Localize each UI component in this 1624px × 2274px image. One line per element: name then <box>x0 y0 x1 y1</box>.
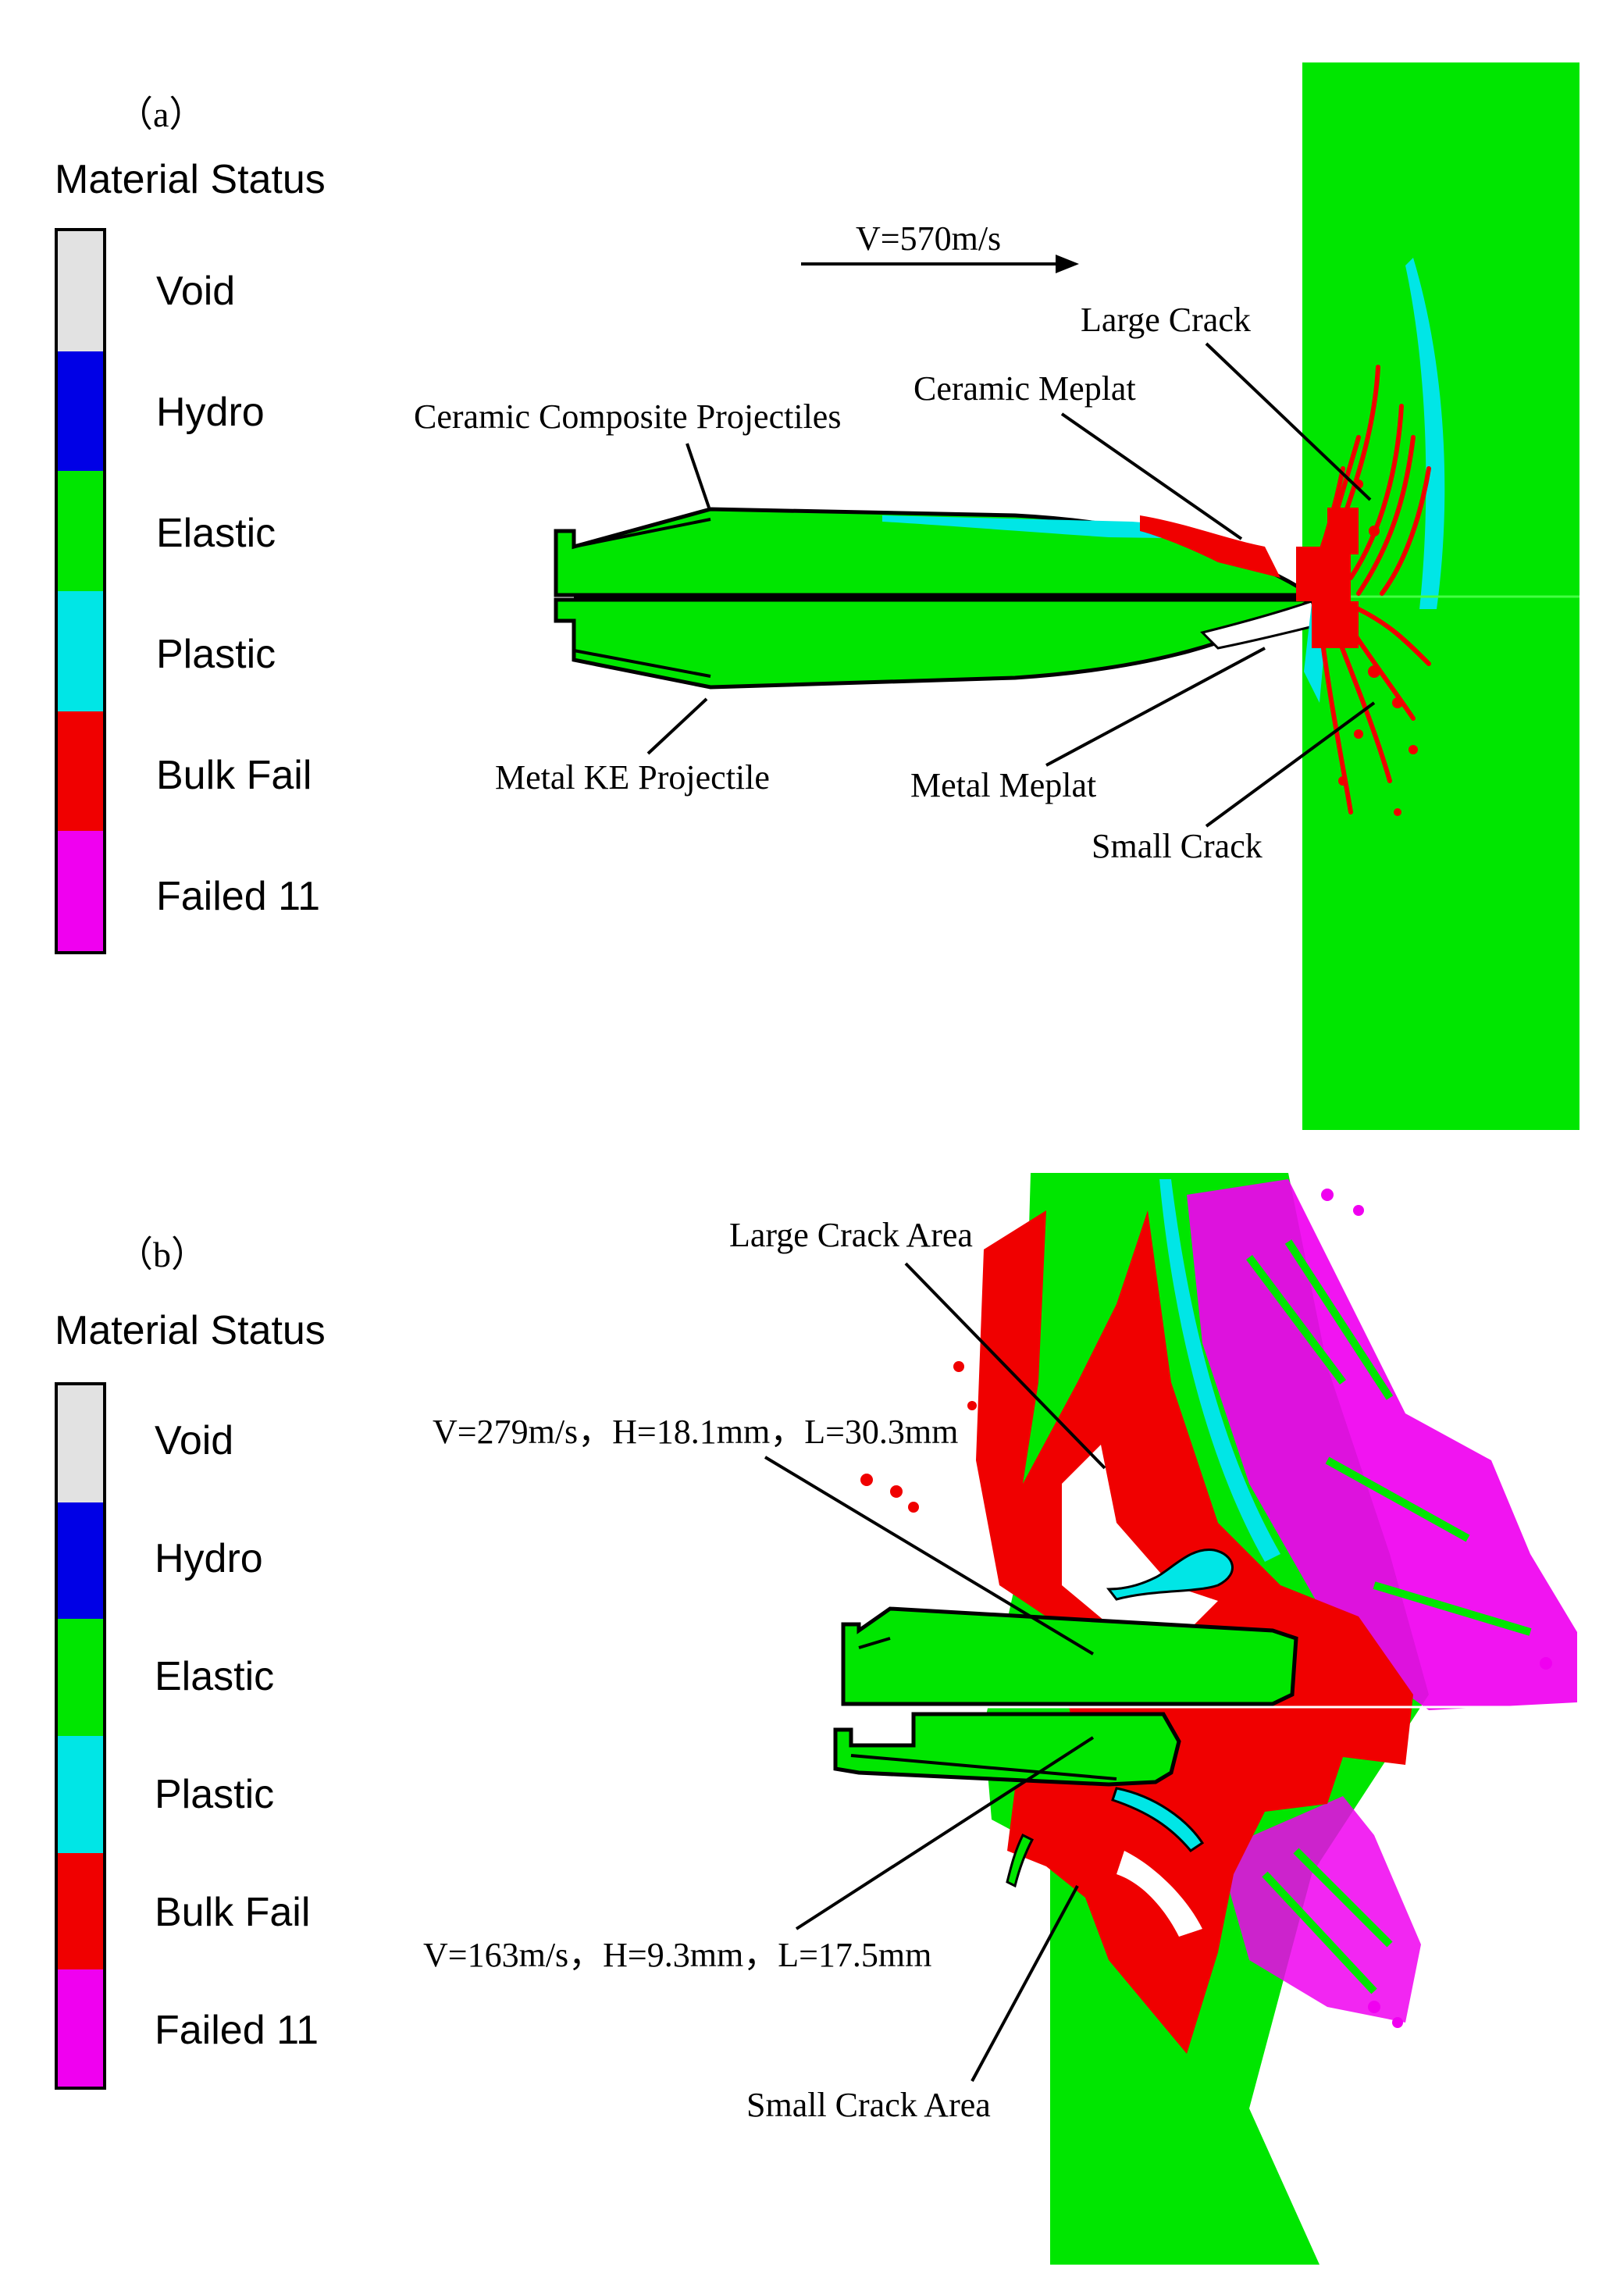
legend-swatch-void <box>58 1385 103 1502</box>
legend-swatch-bulk-fail <box>58 1852 103 1970</box>
upper-condition-leader <box>764 1456 1095 1656</box>
velocity-label: V=570m/s <box>856 219 1001 258</box>
failed-zone-b <box>1187 1179 1577 1710</box>
simulation-b: Large Crack Area V=279m/s，H=18.1mm，L=30.… <box>423 1173 1577 2265</box>
metal-meplat-leader <box>1045 647 1266 767</box>
plastic-seam-b <box>1159 1179 1280 1562</box>
ceramic-meplat-leader <box>1060 412 1243 540</box>
legend-label-elastic: Elastic <box>156 511 276 556</box>
small-crack-label: Small Crack <box>1092 827 1263 865</box>
ceramic-projectile-inner-b <box>858 1637 891 1649</box>
failed-scatter-b <box>1246 1239 1532 1994</box>
legend-title-b: Material Status <box>55 1308 326 1353</box>
large-crack-area-label: Large Crack Area <box>729 1216 973 1254</box>
simulation-a: V=570m/s Large Crack Ceramic Meplat Cera… <box>414 62 1579 1130</box>
legend-label-plastic: Plastic <box>156 632 276 677</box>
legend-label-hydro: Hydro <box>155 1536 263 1581</box>
legend-swatch-failed-11 <box>58 1969 103 2087</box>
legend-title-a: Material Status <box>55 157 326 202</box>
legend-swatch-hydro <box>58 351 103 472</box>
target-plastic-zone <box>1405 258 1445 609</box>
ceramic-projectile-b <box>841 1606 1298 1706</box>
velocity-arrow <box>801 255 1079 273</box>
fragment-dots-b <box>860 1323 1012 1513</box>
legend-label-failed-11: Failed 11 <box>156 874 321 919</box>
panel-b-label: （b） <box>117 1235 207 1274</box>
panel-a: （a） Material Status Void Hydro Elastic P… <box>55 62 1579 1130</box>
ceramic-curl-b <box>1106 1548 1234 1601</box>
large-crack-label: Large Crack <box>1081 301 1251 339</box>
failed-zone-lower-b <box>1218 1796 1421 2023</box>
legend-swatch-elastic <box>58 471 103 592</box>
metal-curl-b <box>1111 1787 1205 1852</box>
void-pocket-lower-b <box>1116 1851 1202 1937</box>
metal-fragment-b <box>1006 1833 1035 1888</box>
legend-swatch-plastic <box>58 1736 103 1853</box>
large-crack-leader <box>1205 342 1372 501</box>
metal-projectile-label: Metal KE Projectile <box>495 758 770 797</box>
metal-projectile-b <box>833 1712 1181 1787</box>
legend-label-void: Void <box>156 269 236 314</box>
legend-label-void: Void <box>155 1418 234 1463</box>
metal-meplat-label: Metal Meplat <box>910 766 1096 804</box>
legend-swatch-plastic <box>58 591 103 711</box>
ceramic-projectiles-label: Ceramic Composite Projectiles <box>414 397 841 436</box>
metal-projectile <box>554 597 1319 690</box>
metal-inner-line <box>573 649 711 678</box>
large-crack-area-leader <box>904 1262 1106 1470</box>
legend-bar-a <box>55 228 106 954</box>
small-crack-area-leader <box>970 1885 1079 2082</box>
legend-bar-b <box>55 1382 106 2090</box>
legend-label-bulk-fail: Bulk Fail <box>156 753 312 798</box>
crack-debris <box>1296 479 1418 816</box>
legend-swatch-hydro <box>58 1502 103 1620</box>
legend-label-elastic: Elastic <box>155 1654 275 1699</box>
ceramic-projectiles-leader <box>686 443 710 508</box>
legend-label-hydro: Hydro <box>156 390 265 435</box>
ceramic-inner-line <box>573 518 711 548</box>
lower-condition-leader <box>795 1736 1095 1930</box>
upper-condition-label: V=279m/s，H=18.1mm，L=30.3mm <box>433 1413 958 1451</box>
legend-label-bulk-fail: Bulk Fail <box>155 1890 311 1935</box>
ceramic-plastic <box>882 515 1218 539</box>
small-crack-leader <box>1205 701 1376 828</box>
lower-condition-label: V=163m/s，H=9.3mm，L=17.5mm <box>423 1936 931 1974</box>
legend-swatch-failed-11 <box>58 831 103 952</box>
ceramic-meplat-label: Ceramic Meplat <box>914 369 1136 408</box>
ceramic-meplat-fail <box>1140 515 1280 578</box>
panel-a-label: （a） <box>117 94 205 134</box>
legend-label-plastic: Plastic <box>155 1772 275 1817</box>
legend-label-failed-11: Failed 11 <box>155 2008 319 2053</box>
metal-projectile-inner-b <box>850 1754 1117 1780</box>
panel-b: （b） Material Status Void Hydro Elastic P… <box>0 1148 1624 2274</box>
small-crack-area-label: Small Crack Area <box>746 2086 991 2124</box>
void-pocket-upper-b <box>1062 1445 1218 1632</box>
legend-swatch-elastic <box>58 1619 103 1737</box>
legend-swatch-bulk-fail <box>58 711 103 832</box>
legend-swatch-void <box>58 231 103 351</box>
magenta-dots-b <box>1321 1189 1552 2028</box>
metal-projectile-leader <box>646 697 708 755</box>
